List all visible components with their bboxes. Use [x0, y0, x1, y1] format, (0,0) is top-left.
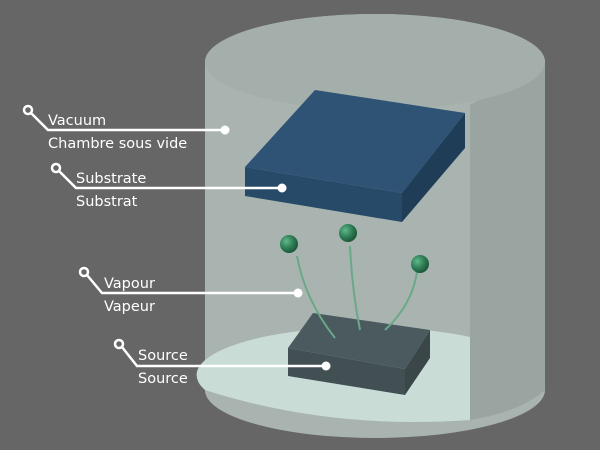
leader-line — [121, 346, 323, 368]
label-french: Substrat — [76, 194, 138, 210]
substrate-side-face — [402, 113, 465, 222]
substrate-top-face — [245, 90, 465, 193]
vacuum-label: Vacuum Chambre sous vide — [48, 110, 187, 156]
leader-start-ring — [50, 162, 62, 174]
source-block — [288, 313, 430, 395]
label-english: Source — [138, 348, 188, 364]
substrate-front-face — [245, 167, 402, 222]
leader-start-ring — [113, 338, 125, 350]
vapour-label: Vapour Vapeur — [104, 273, 155, 319]
leader-vapour — [78, 266, 303, 298]
label-english: Substrate — [76, 171, 147, 187]
vapour-trail-left — [296, 255, 336, 339]
source-front-face — [288, 348, 405, 395]
leader-line — [30, 112, 222, 132]
vapour-particles — [280, 224, 429, 273]
vapour-trail-right — [384, 271, 418, 331]
vapour-particle — [411, 255, 429, 273]
source-side-face — [405, 330, 430, 395]
leader-source — [113, 338, 331, 371]
vapour-particle — [280, 235, 298, 253]
leader-line — [86, 274, 295, 295]
leader-line — [58, 170, 279, 190]
label-french: Vapeur — [104, 299, 155, 315]
leader-vacuum — [22, 104, 230, 135]
substrate-label: Substrate Substrat — [76, 168, 146, 214]
vapour-particle — [339, 224, 357, 242]
leader-substrate — [50, 162, 287, 193]
chamber-top-rim — [205, 14, 545, 110]
leader-end-dot — [220, 125, 230, 135]
vapour-trails — [296, 245, 418, 339]
leader-start-ring — [78, 266, 90, 278]
leader-start-ring — [22, 104, 34, 116]
vapour-trail-middle — [349, 245, 361, 331]
chamber-side-shade — [470, 62, 545, 420]
source-top-face — [288, 313, 430, 369]
label-english: Vacuum — [48, 113, 107, 129]
leader-end-dot — [277, 183, 287, 193]
label-french: Chambre sous vide — [48, 136, 188, 152]
label-english: Vapour — [104, 276, 155, 292]
leader-end-dot — [293, 288, 303, 298]
leader-lines — [22, 104, 331, 371]
label-french: Source — [138, 371, 188, 387]
source-label: Source Source — [138, 345, 188, 391]
substrate-block — [245, 90, 465, 222]
leader-end-dot — [321, 361, 331, 371]
